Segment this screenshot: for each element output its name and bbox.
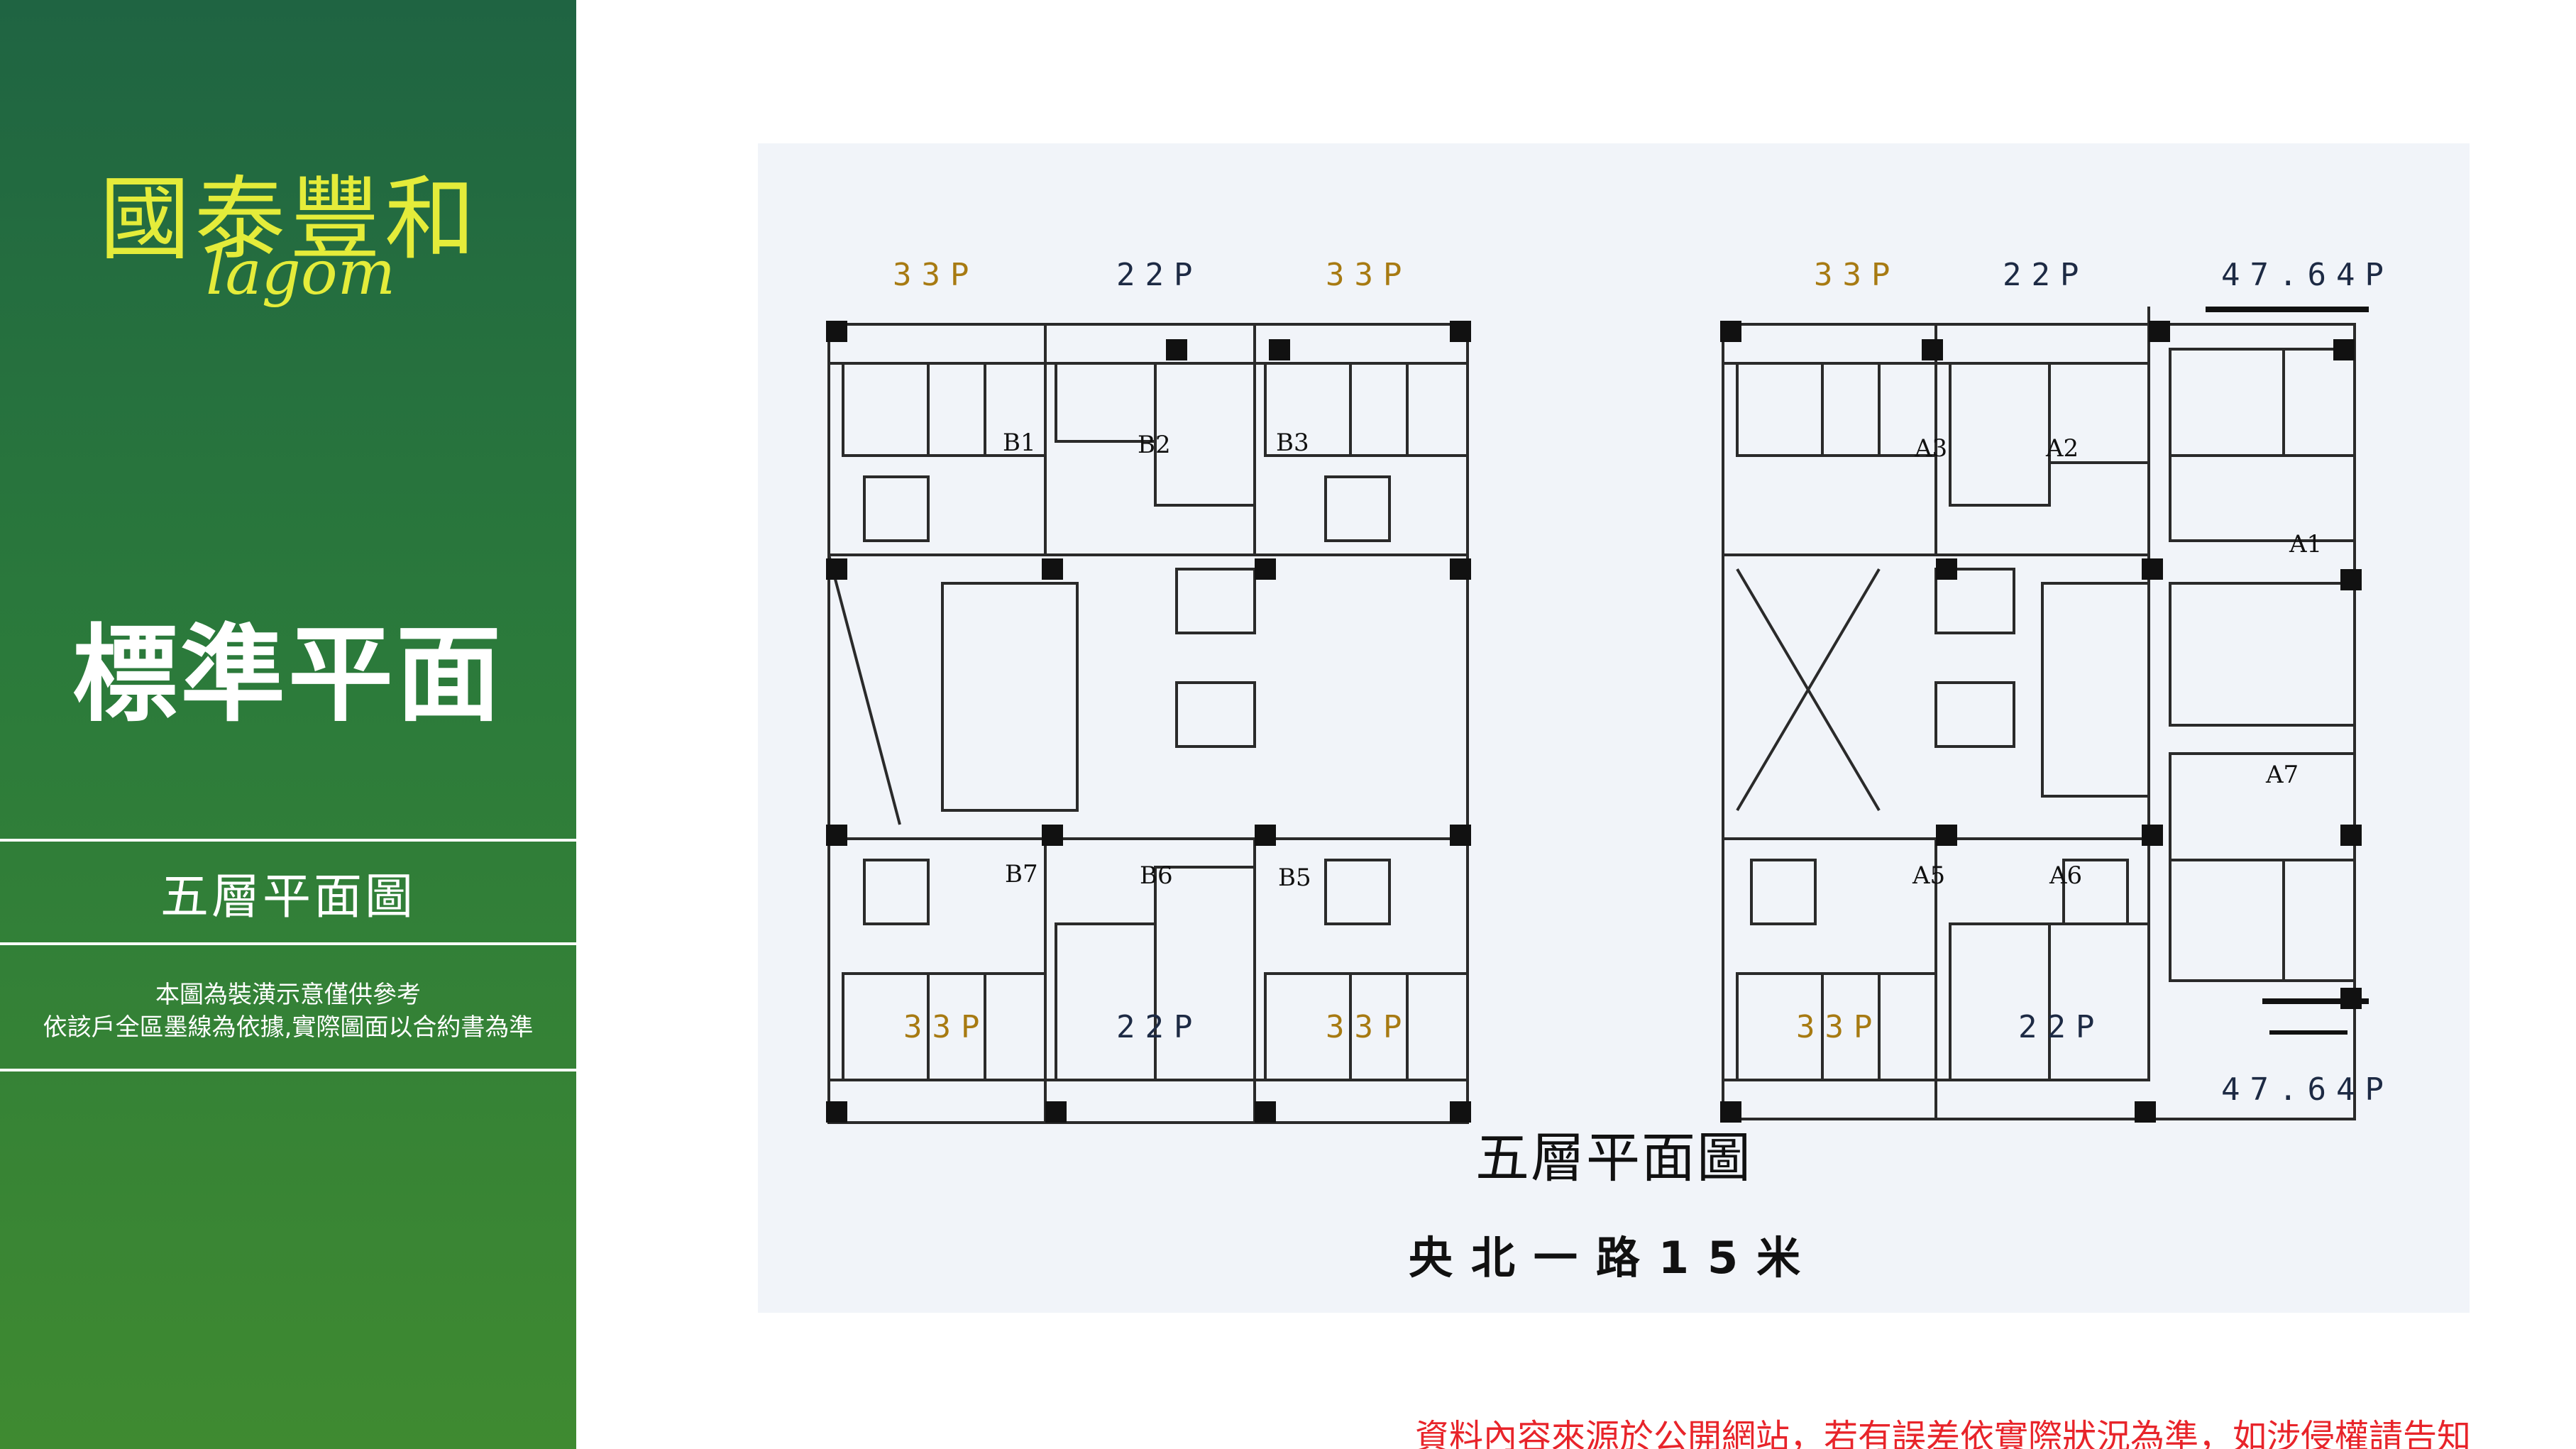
note-line-1: 本圖為裝潢示意僅供參考 [155,981,421,1009]
ping-bottom-left-2: 22P [1116,1009,1203,1045]
unit-label-a5: A5 [1912,861,1946,890]
divider-bottom [0,1069,576,1071]
brand-name-en: lagom [206,238,396,309]
ping-top-right-1: 33P [1814,257,1900,293]
unit-label-a1: A1 [2289,530,2323,558]
unit-label-b1: B1 [1003,429,1036,457]
unit-label-b2: B2 [1138,431,1171,459]
ping-top-left-1: 33P [893,257,979,293]
unit-label-b3: B3 [1276,429,1309,457]
unit-label-a6: A6 [2049,861,2083,890]
unit-label-b7: B7 [1005,860,1038,888]
road-label: 央北一路15米 [1408,1232,1820,1284]
unit-label-b5: B5 [1278,864,1311,892]
divider-top [0,839,576,842]
ping-bottom-right-1: 33P [1796,1009,1883,1045]
unit-label-a2: A2 [2046,434,2079,463]
ping-top-left-3: 33P [1326,257,1412,293]
floor-plan-panel: 33P 22P 33P 33P 22P 47.64P 33P 22P 33P 3… [758,143,2470,1313]
ping-bottom-far-right: 47.64P [2221,1071,2394,1108]
sub-title: 五層平面圖 [160,869,416,925]
note-line-2: 依該戶全區墨線為依據,實際圖面以合約書為準 [43,1013,534,1042]
ping-bottom-left-3: 33P [1326,1009,1412,1045]
source-disclaimer: 資料內容來源於公開網站，若有誤差依實際狀況為準，如涉侵權請告知 [1414,1417,2471,1449]
divider-middle [0,942,576,945]
floor-plan-drawing [826,307,2369,1124]
ping-bottom-right-2: 22P [2018,1009,2105,1045]
floor-plan-caption: 五層平面圖 [1475,1126,1752,1189]
brand-name-zh: 國泰豐和 [99,167,480,272]
ping-bottom-left-1: 33P [903,1009,990,1045]
section-title: 標準平面 [72,614,504,736]
unit-label-a7: A7 [2266,761,2299,789]
sidebar-panel: 國泰豐和 lagom 標準平面 五層平面圖 本圖為裝潢示意僅供參考 依該戶全區墨… [0,0,576,1449]
unit-label-a3: A3 [1915,434,1948,463]
ping-top-right-2: 22P [2003,257,2089,293]
ping-top-right-3: 47.64P [2221,257,2394,293]
building-b-outline [827,323,1469,1124]
ping-top-left-2: 22P [1116,257,1203,293]
unit-label-b6: B6 [1140,861,1173,890]
building-a-outline [1722,323,2356,1120]
